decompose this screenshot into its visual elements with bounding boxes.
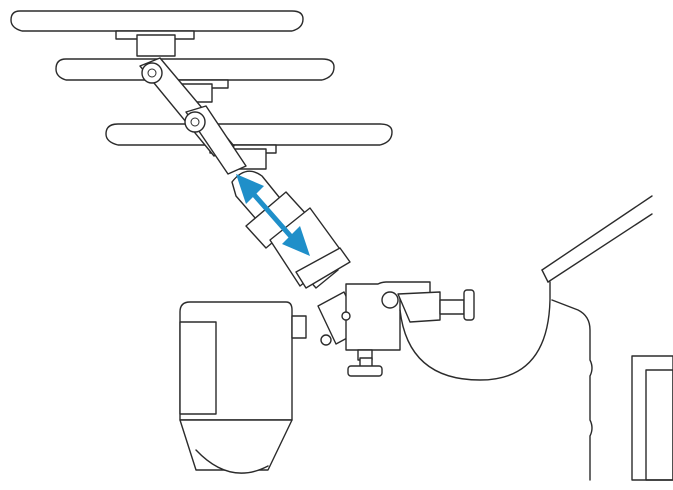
- solar-panel-middle: [55, 58, 335, 103]
- camera-body: [179, 301, 307, 474]
- window-frame: [631, 355, 673, 481]
- pivot-link-lower: [184, 105, 247, 175]
- clamp-jaw: [397, 289, 475, 323]
- solar-panel-bottom: [105, 123, 393, 170]
- solar-panel-top: [10, 10, 304, 57]
- clamp-knob-bottom: [347, 357, 383, 377]
- double-headed-arrow-icon: [236, 174, 310, 256]
- roof-edge: [541, 195, 653, 283]
- gutter-support: [399, 281, 551, 381]
- mounting-bracket: [341, 281, 431, 361]
- house-wall: [551, 299, 593, 481]
